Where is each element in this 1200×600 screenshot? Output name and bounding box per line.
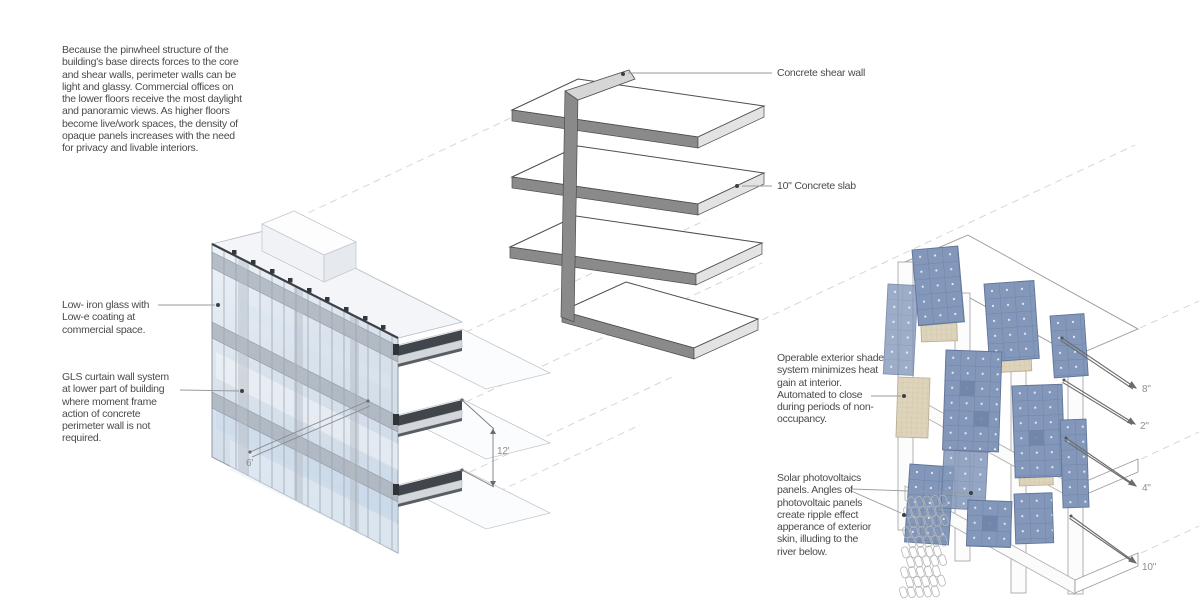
shade-panel (895, 376, 931, 439)
pv-panel (942, 349, 1003, 453)
dimension-graphics (248, 336, 1138, 564)
concrete-slab (560, 281, 760, 360)
pv-panel (965, 499, 1013, 548)
dim-label-floor-height: 12' (497, 446, 510, 457)
label-concrete-slab: 10" Concrete slab (777, 180, 856, 192)
pv-facade-diagram (882, 234, 1140, 600)
label-operable-shade-system: Operable exterior shade system minimizes… (777, 352, 884, 426)
concrete-slab (510, 78, 766, 149)
leader-dots (216, 72, 973, 517)
floor-height-dimension (461, 399, 495, 488)
dim-label-bay: 6' (246, 458, 254, 469)
concrete-slab (508, 215, 764, 286)
concrete-structure-diagram (508, 69, 766, 360)
dim-label-offset-8: 8" (1142, 384, 1151, 395)
intro-paragraph: Because the pinwheel structure of the bu… (62, 44, 242, 155)
glass-edge-clamps (232, 250, 386, 330)
glass-top-edge (211, 243, 399, 339)
floor-slab-assembly (393, 328, 552, 390)
glass-curtain-wall-diagram (210, 210, 552, 554)
penthouse-box (261, 210, 357, 283)
floor-slab-assembly (393, 398, 552, 460)
label-concrete-shear-wall: Concrete shear wall (777, 67, 866, 79)
pv-panel (983, 280, 1040, 363)
pv-panel (882, 283, 919, 376)
arrow-origin-dots (1060, 336, 1073, 518)
dim-label-offset-2: 2" (1140, 421, 1149, 432)
shear-wall-top-cap (564, 69, 636, 101)
dim-label-offset-4: 4" (1142, 483, 1151, 494)
dim-label-offset-10: 10" (1142, 562, 1157, 573)
panel-offset-arrows (1060, 337, 1138, 564)
concrete-slab (510, 145, 766, 216)
pv-panel (1011, 383, 1066, 479)
pv-panel (940, 449, 989, 511)
pv-panel (1059, 418, 1090, 509)
pv-panel (911, 245, 965, 327)
label-low-iron-glass: Low- iron glass with Low-e coating at co… (62, 299, 150, 336)
label-solar-pv-panels: Solar photovoltaics panels. Angles of ph… (777, 472, 871, 558)
bay-dimension-line (249, 400, 371, 458)
label-gls-curtain-wall: GLS curtain wall system at lower part of… (62, 371, 169, 445)
pv-panel (1013, 492, 1055, 545)
floor-bands-through-glass (211, 251, 399, 503)
floor-slab-assembly (393, 468, 552, 530)
glass-mullions (223, 250, 393, 550)
leader-lines (158, 72, 968, 514)
